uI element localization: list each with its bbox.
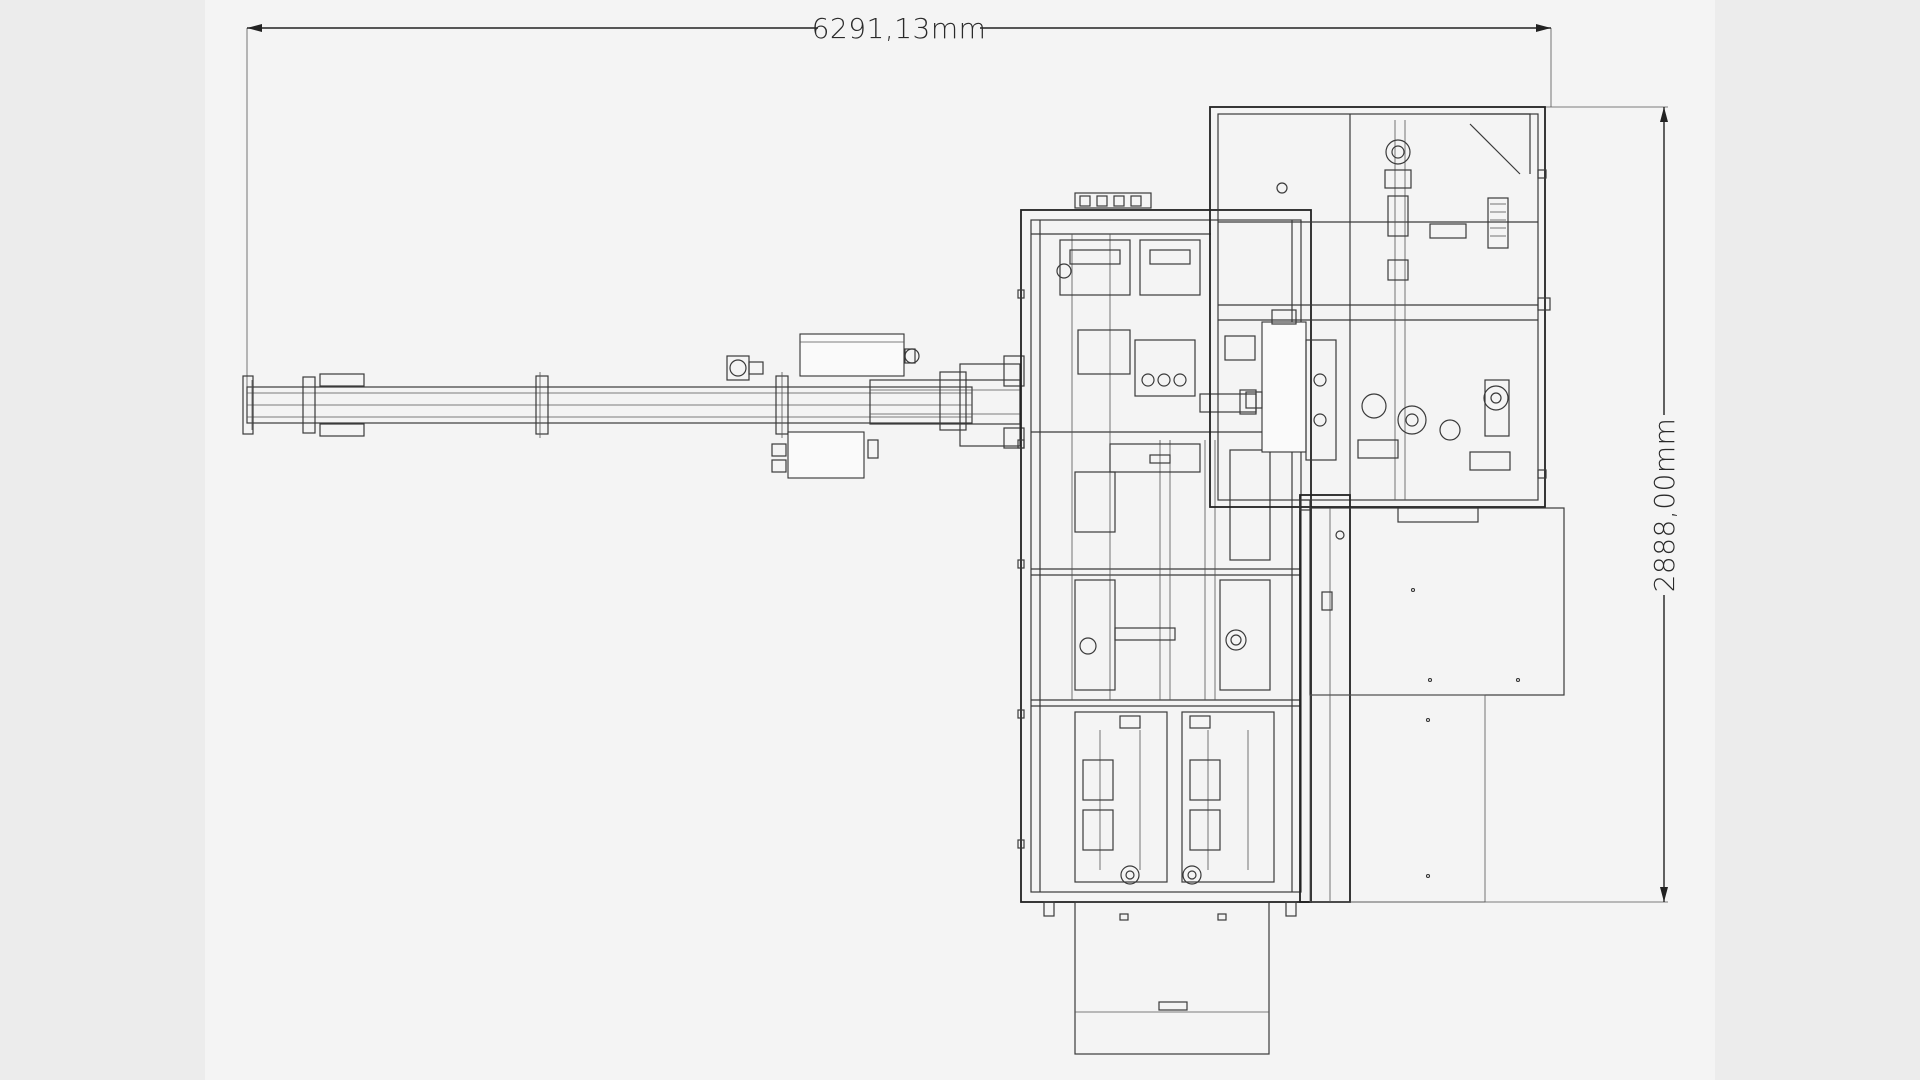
transfer-section bbox=[869, 355, 1025, 449]
width-dimension-label: 6291,13mm bbox=[812, 12, 987, 45]
right-cabinet bbox=[1299, 494, 1565, 903]
main-frame-left bbox=[1017, 192, 1312, 917]
output-box bbox=[1074, 901, 1270, 1055]
height-dimension-label: 2888,00mm bbox=[1648, 418, 1681, 593]
infeed-conveyor bbox=[242, 355, 973, 438]
main-frame-right bbox=[1209, 106, 1551, 508]
drawing-sheet bbox=[205, 0, 1715, 1080]
height-dimension: 2888,00mm bbox=[1310, 106, 1681, 903]
conveyor-control-box bbox=[771, 333, 920, 479]
width-dimension: 6291,13mm bbox=[246, 12, 1552, 395]
